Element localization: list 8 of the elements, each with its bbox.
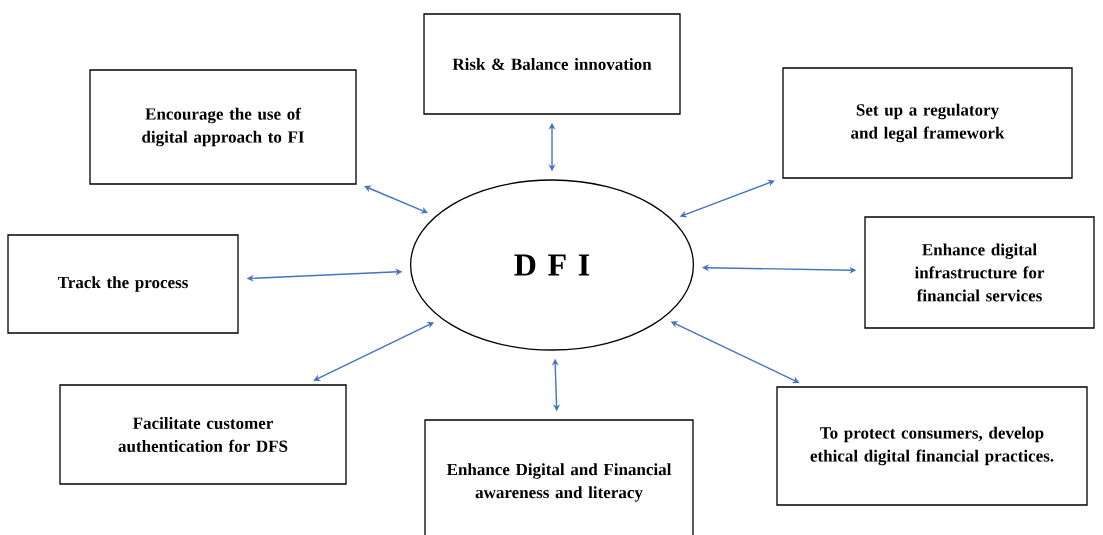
text-box: Encourage the use of digital approach to FI bbox=[89, 69, 357, 185]
text-box: To protect consumers, develop ethical digital financial practices. bbox=[776, 386, 1088, 506]
text-box: Enhance digital infrastructure for financial services bbox=[864, 216, 1095, 329]
text-box: Enhance Digital and Financial awareness and literacy bbox=[424, 419, 694, 535]
text-box: Track the process bbox=[7, 234, 239, 334]
text-box: Risk & Balance innovation bbox=[423, 13, 681, 115]
text-box: Set up a regulatory and legal framework bbox=[782, 67, 1073, 179]
text-box: Facilitate customer authentication for DFS bbox=[59, 384, 347, 485]
